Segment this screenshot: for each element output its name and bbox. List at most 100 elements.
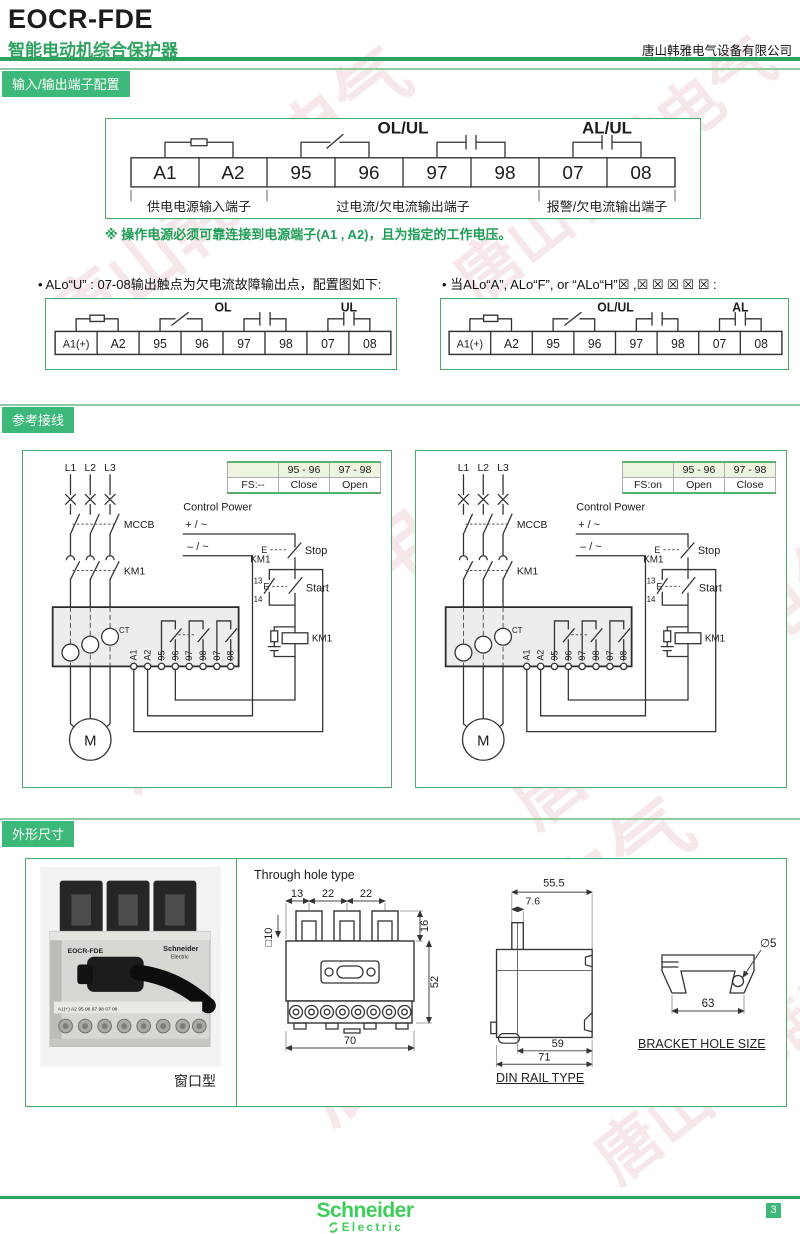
svg-text:CT: CT — [512, 626, 523, 635]
company-name: 唐山韩雅电气设备有限公司 — [641, 44, 792, 58]
svg-text:EOCR-FDE: EOCR-FDE — [68, 948, 104, 955]
group-label-ul: UL — [341, 300, 358, 314]
wiring-diagram-right: L1 L2 L3 MCCB KM1 CT A1 A2 95 — [415, 450, 787, 788]
svg-text:KM1: KM1 — [124, 567, 146, 578]
svg-text:L1: L1 — [458, 463, 470, 474]
terminal-config-box: OL/UL AL/UL A1 A2 95 96 97 98 07 08 供电电源… — [105, 118, 701, 219]
fs-val-2: Close — [724, 477, 776, 494]
svg-text:Stop: Stop — [698, 545, 720, 557]
group-label-alul: AL/UL — [582, 119, 632, 137]
section-rule — [0, 404, 800, 406]
svg-text:Control Power: Control Power — [576, 501, 645, 513]
caption-oc-output: 过电流/欠电流输出端子 — [336, 199, 470, 214]
din-rail-drawing: 55.5 7.6 59 71 — [490, 877, 594, 1068]
terminal-97: 97 — [426, 162, 447, 183]
svg-text:14: 14 — [254, 595, 263, 604]
wiring-diagram-left: L1 L2 L3 MCCB KM1 CT A1 A2 95 — [22, 450, 392, 788]
bullet2-text: • 当ALo“A”, ALo“F”, or “ALo“H”☒ ,☒ ☒ ☒ ☒ … — [442, 277, 717, 292]
fs-val-2: Open — [329, 477, 381, 494]
s2-terminal: 97 — [630, 337, 644, 351]
svg-text:L3: L3 — [104, 463, 116, 474]
svg-text:L1: L1 — [65, 463, 77, 474]
s2-terminal: 96 — [588, 337, 602, 351]
group-label-olul2: OL/UL — [597, 300, 634, 314]
svg-text:97: 97 — [577, 651, 587, 661]
group-label-al: AL — [732, 300, 749, 314]
svg-text:Schneider: Schneider — [163, 944, 198, 953]
s2-terminal: 08 — [754, 337, 768, 351]
terminal-98: 98 — [494, 162, 515, 183]
fs-col-9798: 97 - 98 — [724, 461, 776, 478]
svg-text:MCCB: MCCB — [517, 520, 548, 531]
footer-rule — [0, 1196, 800, 1199]
svg-text:A2: A2 — [536, 650, 546, 661]
section-label-wiring: 参考接线 — [2, 407, 75, 433]
svg-text:Control Power: Control Power — [183, 501, 252, 513]
svg-text:L3: L3 — [497, 463, 509, 474]
page-title: EOCR-FDE — [8, 4, 153, 34]
dim-hole5: ∅5 — [760, 938, 776, 950]
din-rail-label: DIN RAIL TYPE — [496, 1071, 585, 1085]
svg-text:M: M — [477, 733, 489, 749]
fs-col-9596: 95 - 96 — [278, 461, 330, 478]
caption-power-input: 供电电源输入端子 — [147, 199, 251, 214]
svg-text:A2: A2 — [143, 650, 153, 661]
page-subtitle: 智能电动机综合保护器 — [8, 41, 178, 60]
terminal-08: 08 — [630, 162, 651, 183]
svg-text:95: 95 — [549, 651, 559, 661]
svg-text:07: 07 — [212, 651, 222, 661]
svg-text:KM1: KM1 — [250, 555, 271, 566]
section-rule — [0, 818, 800, 820]
svg-text:A1(+) A2 95 96 97 9: A1(+) A2 95 96 97 98 07 08 — [58, 1006, 118, 1012]
group-label-ol: OL — [214, 300, 231, 314]
svg-text:97: 97 — [184, 651, 194, 661]
svg-text:KM1: KM1 — [312, 634, 333, 645]
caption-alarm-output: 报警/欠电流输出端子 — [547, 199, 668, 214]
schneider-logo-icon — [328, 1222, 338, 1233]
svg-text:MCCB: MCCB — [124, 520, 155, 531]
svg-text:KM1: KM1 — [643, 555, 664, 566]
svg-text:+ / ~: + / ~ — [578, 519, 600, 531]
dim-59: 59 — [552, 1038, 564, 1050]
terminal-a2: A2 — [221, 162, 244, 183]
dimensions-box: EOCR-FDE Schneider Electric A1(+) A2 95 … — [25, 858, 787, 1107]
svg-text:E: E — [654, 545, 660, 555]
alo-u-diagram: OL UL A1(+) A2 95 96 97 98 07 08 — [54, 300, 392, 356]
dim-70: 70 — [344, 1035, 356, 1047]
svg-text:Start: Start — [699, 582, 722, 594]
svg-text:13: 13 — [647, 576, 656, 585]
footer-brand-sub: Electric — [341, 1221, 404, 1234]
footer-logo: Schneider Electric — [0, 1199, 800, 1234]
alo-afh-diagram: OL/UL AL A1(+) A2 95 96 97 98 07 08 — [448, 300, 783, 356]
svg-text:98: 98 — [591, 651, 601, 661]
svg-text:Start: Start — [306, 582, 329, 594]
svg-text:98: 98 — [198, 651, 208, 661]
dim-63: 63 — [702, 998, 715, 1010]
svg-text:E: E — [656, 581, 662, 591]
s1-terminal: 07 — [321, 337, 335, 351]
through-hole-drawing: Through hole type □10 13 22 — [254, 868, 441, 1051]
section-label-io: 输入/输出端子配置 — [2, 71, 130, 97]
svg-text:– / ~: – / ~ — [187, 541, 208, 553]
svg-text:Stop: Stop — [305, 545, 327, 557]
photo-caption: 窗口型 — [174, 1073, 216, 1089]
dim-71: 71 — [538, 1051, 550, 1063]
header-rule — [0, 57, 800, 61]
svg-text:Electric: Electric — [171, 955, 189, 961]
bracket-drawing: ∅5 63 — [661, 938, 776, 1014]
svg-text:96: 96 — [170, 651, 180, 661]
svg-text:96: 96 — [563, 651, 573, 661]
s2-terminal: 95 — [546, 337, 560, 351]
dim-555: 55.5 — [543, 877, 564, 889]
bullet1-text: • ALo“U” : 07-08输出触点为欠电流故障输出点，配置图如下: — [38, 277, 382, 292]
s1-terminal: 96 — [195, 337, 209, 351]
terminal-a1: A1 — [153, 162, 176, 183]
alo-afh-diagram-box: OL/UL AL A1(+) A2 95 96 97 98 07 08 — [440, 298, 789, 370]
svg-text:07: 07 — [605, 651, 615, 661]
footer-brand: Schneider — [316, 1199, 414, 1222]
fs-col-9798: 97 - 98 — [329, 461, 381, 478]
page-number-badge: 3 — [766, 1203, 781, 1218]
fs-val-1: Open — [673, 477, 725, 494]
alo-u-diagram-box: OL UL A1(+) A2 95 96 97 98 07 08 — [45, 298, 397, 370]
